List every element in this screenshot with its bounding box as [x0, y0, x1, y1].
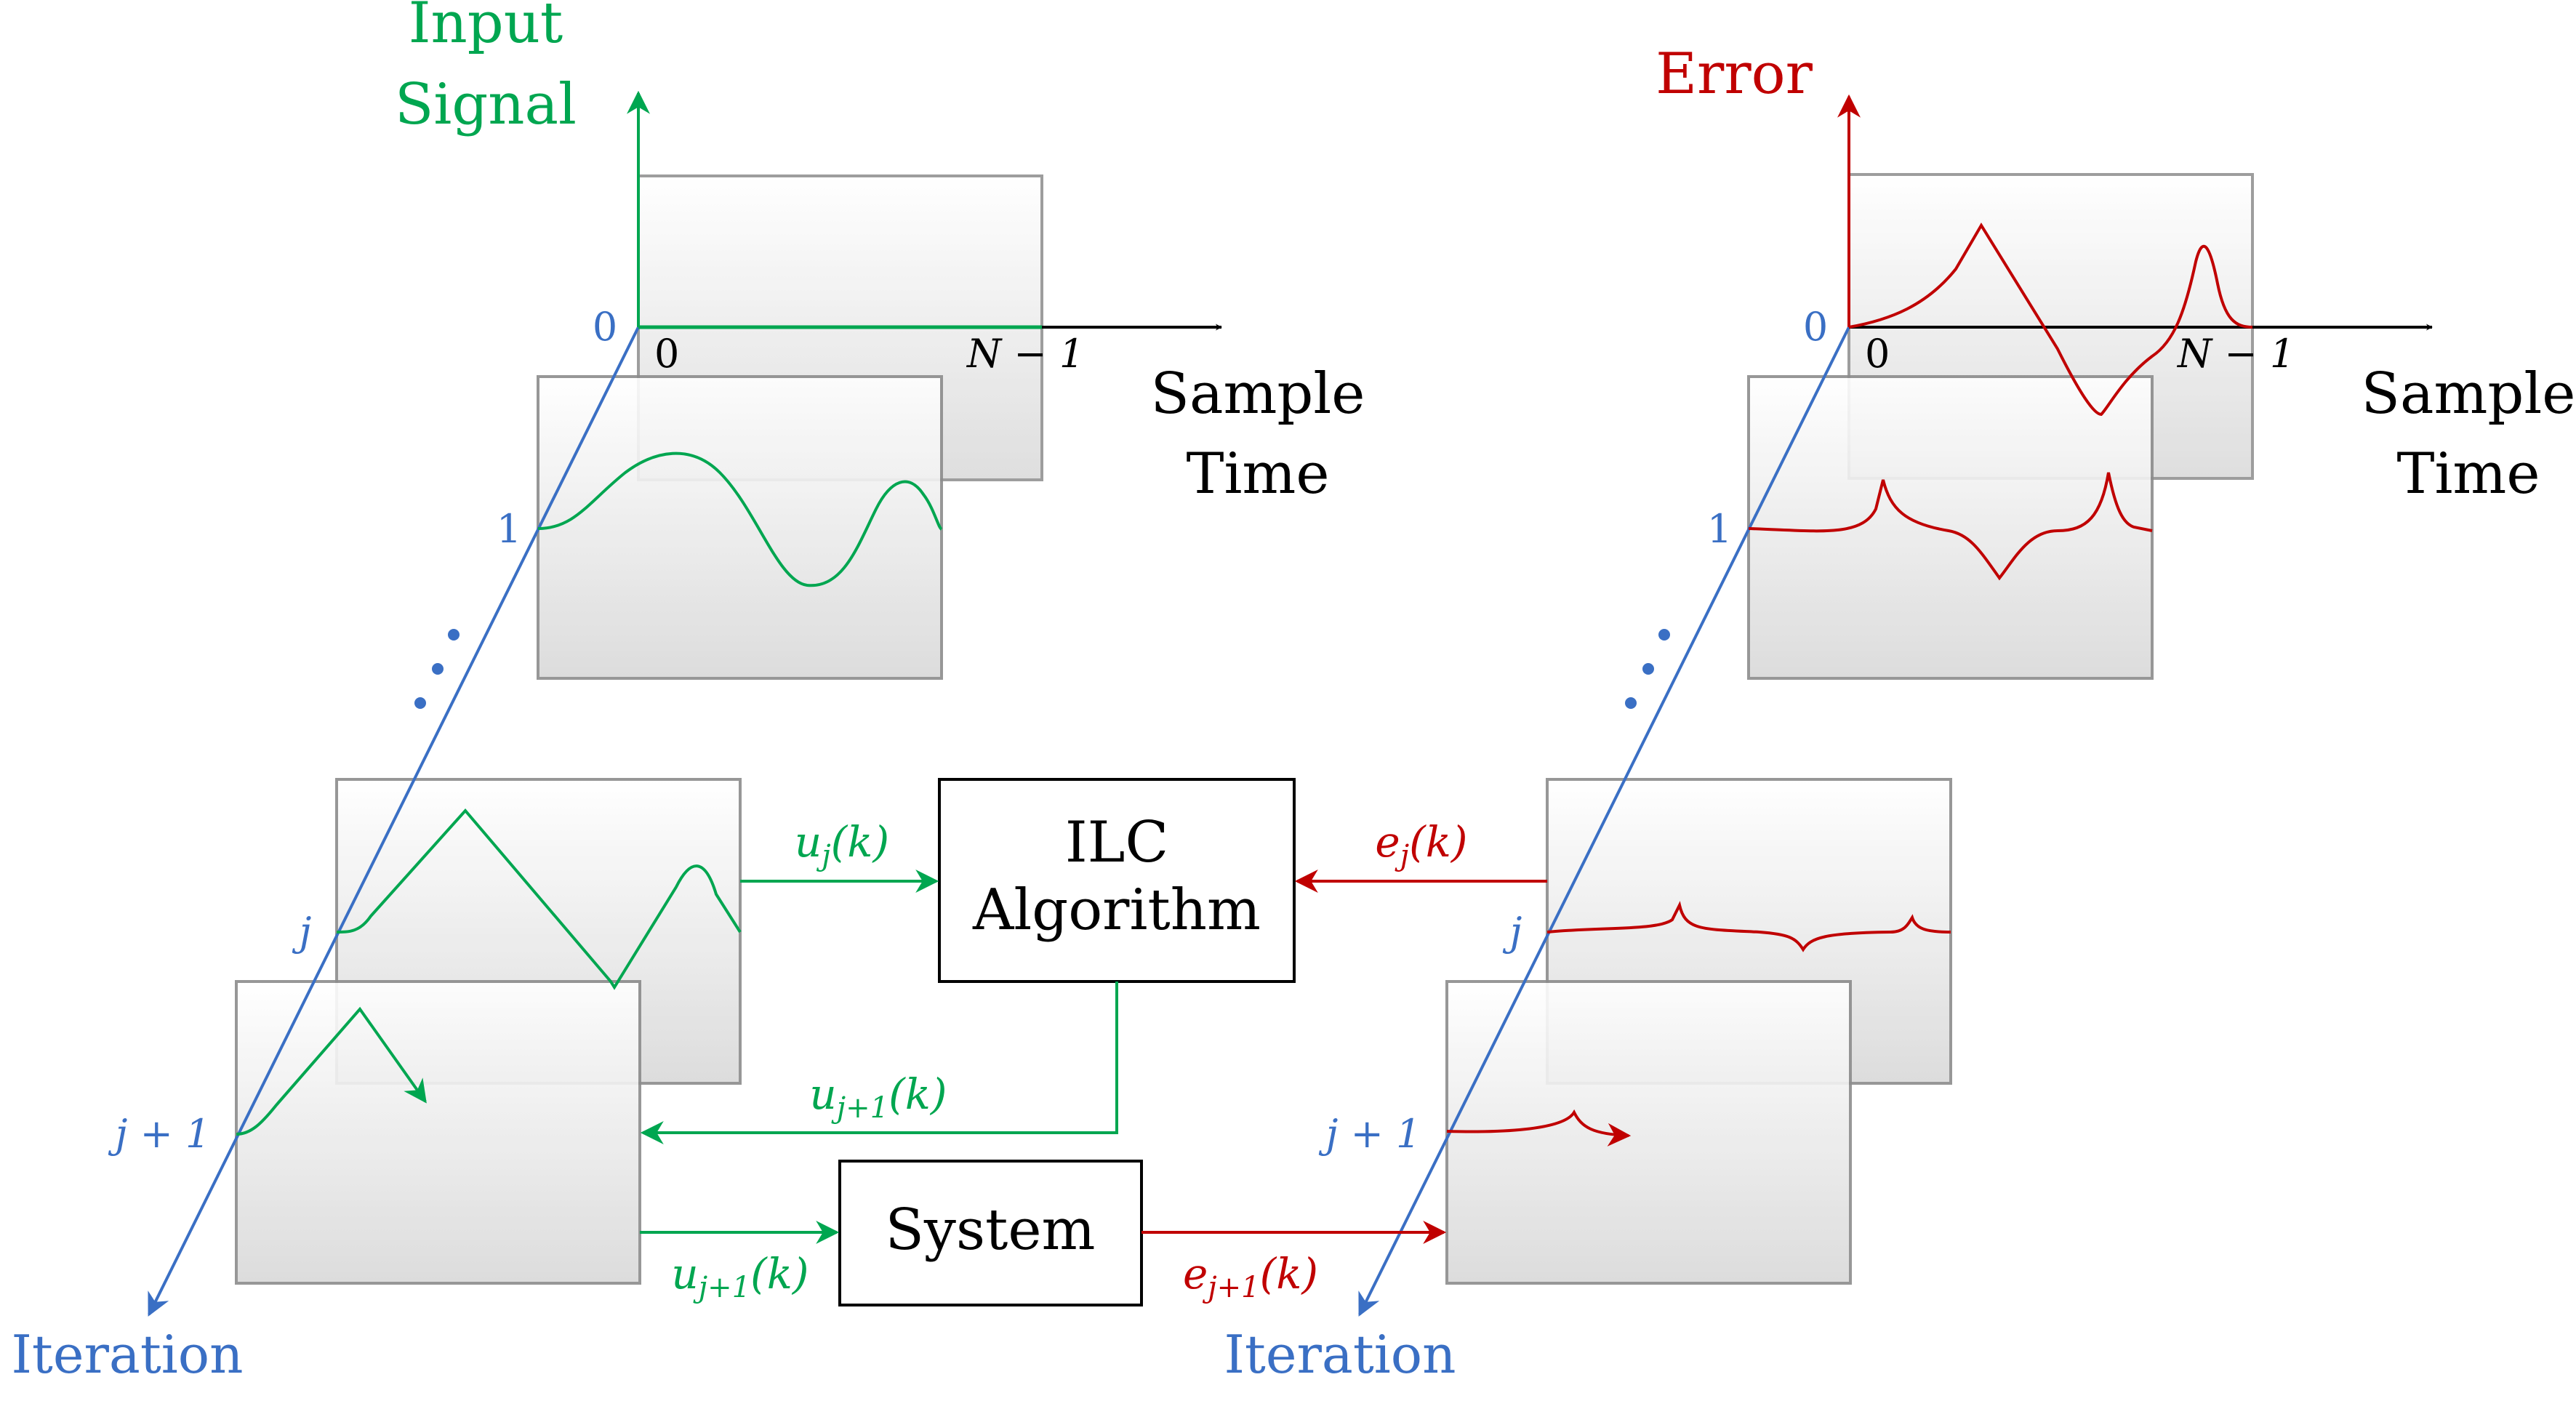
input-curve-iter-1 [537, 451, 943, 587]
error-curve-iter-j1 [1446, 1109, 1632, 1147]
error-iter-tick-0: 0 [1803, 304, 1828, 350]
input-y-label-line2: Signal [395, 72, 577, 137]
input-x-label-line1: Sample [1151, 361, 1365, 427]
input-panel-iter-j1 [235, 980, 641, 1285]
input-iter-tick-j: j [292, 909, 312, 955]
uj1-feedback-arrow [640, 981, 1118, 1144]
input-iter-tick-1: 1 [497, 506, 521, 552]
error-iteration-label: Iteration [1224, 1324, 1456, 1385]
system-box [838, 1160, 1143, 1306]
input-panel-iter-1 [537, 375, 943, 680]
ej1-label: ej+1(k) [1183, 1249, 1318, 1304]
error-curve-iter-0 [1848, 222, 2253, 417]
error-x-label-line1: Sample [2362, 361, 2576, 427]
error-x-label-line2: Time [2396, 441, 2540, 507]
error-panel-iter-1 [1747, 375, 2154, 680]
input-x-label-line2: Time [1186, 441, 1329, 507]
system-label: System [886, 1197, 1096, 1263]
input-iter-tick-j1: j + 1 [108, 1111, 211, 1157]
uj1-top-label: uj+1(k) [809, 1069, 947, 1125]
input-x-tick-start: 0 [654, 331, 679, 377]
ilc-label-line2: Algorithm [972, 878, 1261, 943]
input-iteration-axis [148, 326, 640, 1317]
error-x-tick-end: N − 1 [2176, 331, 2295, 377]
error-x-tick-start: 0 [1865, 331, 1890, 377]
uj1-bottom-label: uj+1(k) [671, 1249, 808, 1304]
error-curve-iter-1 [1748, 472, 2153, 581]
input-iteration-label: Iteration [11, 1324, 243, 1385]
input-curve-iter-j1 [236, 1006, 427, 1136]
uj-label: uj(k) [795, 817, 889, 872]
error-iter-tick-j: j [1503, 909, 1522, 955]
input-ellipsis [414, 629, 460, 709]
error-plot: Error Sample Time 0 N − 1 0 1 j j + 1 It… [1224, 41, 2575, 1385]
input-signal-plot: Input Signal Sample Time 0 N − 1 0 1 j j… [11, 0, 1365, 1385]
ej-label: ej(k) [1375, 817, 1467, 872]
ilc-algorithm-box [938, 778, 1296, 983]
input-x-tick-end: N − 1 [966, 331, 1084, 377]
error-iteration-axis [1358, 326, 1850, 1317]
error-ellipsis [1625, 629, 1670, 709]
input-curve-iter-j [336, 808, 742, 990]
error-y-label: Error [1656, 41, 1813, 107]
error-iter-tick-j1: j + 1 [1319, 1111, 1421, 1157]
ilc-label-line1: ILC [1065, 810, 1168, 875]
error-iter-tick-1: 1 [1707, 506, 1732, 552]
error-panel-iter-j1 [1445, 980, 1852, 1285]
error-curve-iter-j [1546, 901, 1951, 952]
ilc-algorithm-block: ILC Algorithm [938, 778, 1296, 983]
input-iter-tick-0: 0 [593, 304, 617, 350]
input-y-label-line1: Input [409, 0, 563, 56]
system-block: System [838, 1160, 1143, 1306]
